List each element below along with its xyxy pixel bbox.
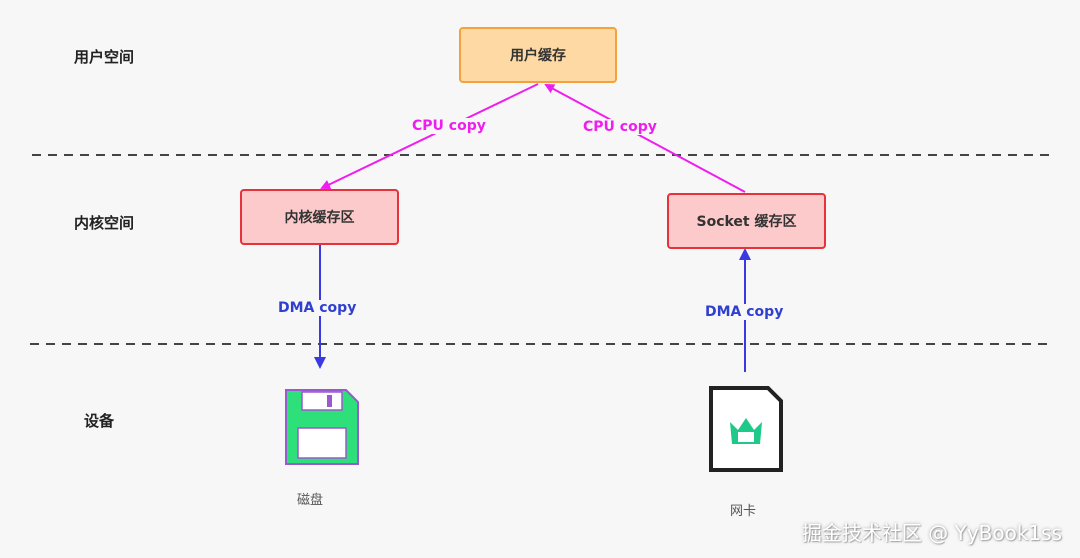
floppy-disk-icon [285,389,359,465]
edge-label-dma-copy-right: DMA copy [703,304,786,320]
layer-label-devices: 设备 [84,412,115,430]
node-kernel-buffer: 内核缓存区 [240,189,399,245]
edge-label-cpu-copy-left: CPU copy [410,118,488,134]
arrow-cpu-copy-left [320,83,539,190]
watermark: 掘金技术社区 @ YyBook1ss [801,521,1062,545]
layer-label-kernel-space: 内核空间 [74,214,135,232]
network-card-icon [709,386,783,472]
edge-label-cpu-copy-right: CPU copy [581,119,659,135]
edge-label-dma-copy-left: DMA copy [276,300,359,316]
node-socket-buffer: Socket 缓存区 [667,193,826,249]
disk-label: 磁盘 [297,493,324,508]
arrow-cpu-copy-right [544,84,746,193]
layer-label-user-space: 用户空间 [74,48,135,66]
nic-label: 网卡 [730,504,757,519]
node-user-buffer: 用户缓存 [459,27,617,83]
